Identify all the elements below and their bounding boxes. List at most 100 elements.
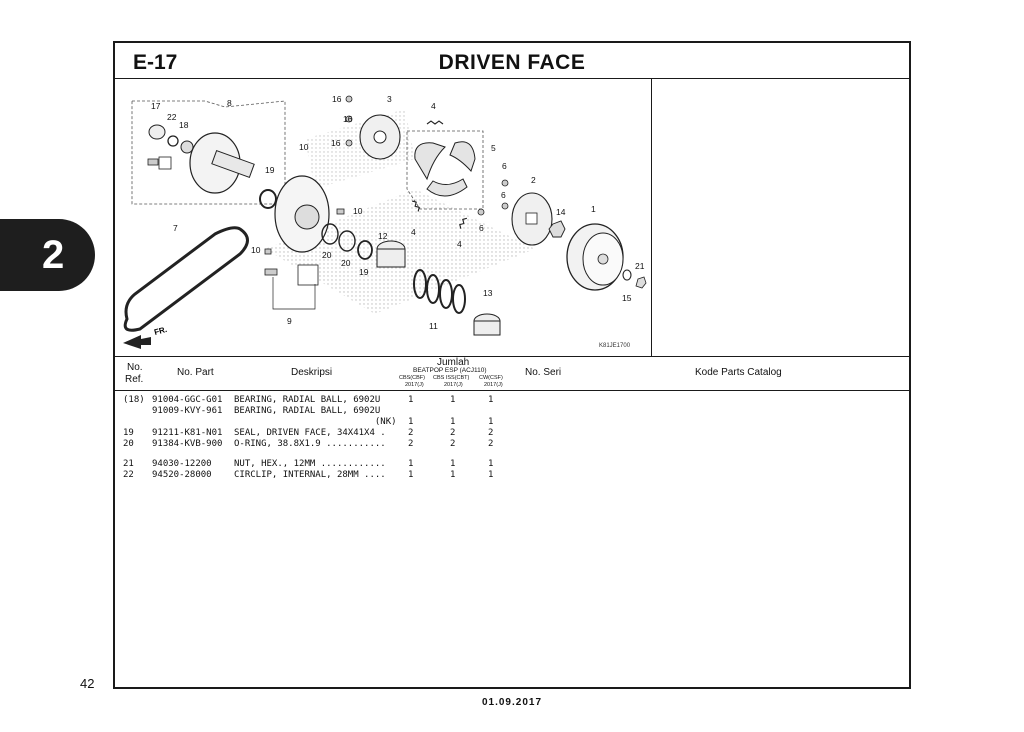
callout-3: 3 xyxy=(387,94,392,104)
washer-part xyxy=(501,202,509,210)
row-qty-2: 1 xyxy=(450,395,456,405)
row-desc: BEARING, RADIAL BALL, 6902U xyxy=(234,406,381,416)
drive-plate-center xyxy=(525,212,538,225)
callout-14: 14 xyxy=(556,207,566,217)
row-desc: NUT, HEX., 12MM ............ xyxy=(234,459,386,469)
row-desc: SEAL, DRIVEN FACE, 34X41X4 . xyxy=(234,428,386,438)
callout-22: 22 xyxy=(167,112,177,122)
callout-19-lower: 19 xyxy=(359,267,369,277)
bolt-part xyxy=(264,248,272,255)
circlip-part xyxy=(167,135,179,147)
spring-part xyxy=(459,217,468,229)
header-year-3: 2017(J) xyxy=(484,382,503,388)
header-models: BEATPOP ESP (ACJ110) xyxy=(413,367,487,374)
clutch-shoe-part xyxy=(449,141,476,172)
spring-part xyxy=(411,200,420,212)
seal-part xyxy=(259,189,277,209)
table-row: 21 94030-12200 NUT, HEX., 12MM .........… xyxy=(115,459,909,470)
row-ref: 20 xyxy=(123,439,134,449)
pin-part xyxy=(147,158,159,166)
callout-10-upper: 10 xyxy=(299,142,309,152)
callout-2: 2 xyxy=(531,175,536,185)
row-part: 94030-12200 xyxy=(152,459,212,469)
callout-20-right: 20 xyxy=(341,258,351,268)
table-row: (18) 91004-GGC-G01 BEARING, RADIAL BALL,… xyxy=(115,395,909,406)
row-qty-3: 1 xyxy=(488,459,494,469)
callout-5: 5 xyxy=(491,143,496,153)
row-part: 91004-GGC-G01 xyxy=(152,395,223,405)
publication-date: 01.09.2017 xyxy=(481,697,543,708)
clip-part xyxy=(345,139,353,147)
header-variant-3: CW(CSF) xyxy=(479,375,503,381)
driven-face-hub xyxy=(211,149,255,179)
callout-6-bottom: 6 xyxy=(479,223,484,233)
callout-1: 1 xyxy=(591,204,596,214)
clip-part xyxy=(345,115,353,123)
callout-21: 21 xyxy=(635,261,645,271)
row-qty-2: 1 xyxy=(450,417,456,427)
nut-part xyxy=(548,220,566,238)
callout-11: 11 xyxy=(429,321,438,331)
drive-belt-part xyxy=(123,226,249,332)
movable-face-hub xyxy=(294,204,320,230)
header-year-1: 2017(J) xyxy=(405,382,424,388)
washer-part xyxy=(501,179,509,187)
callout-18: 18 xyxy=(179,120,189,130)
clutch-plate-hole xyxy=(373,130,387,144)
header-jumlah: Jumlah xyxy=(437,357,470,368)
callout-4-top: 4 xyxy=(431,101,436,111)
o-ring-part xyxy=(321,223,339,245)
header-no: No. xyxy=(127,362,143,373)
front-label: FR. xyxy=(153,325,168,337)
callout-6-top: 6 xyxy=(502,161,507,171)
callout-16-middle: 16 xyxy=(343,114,353,124)
collar-body xyxy=(376,248,406,268)
assembly-guide-shade xyxy=(305,109,415,189)
row-desc: CIRCLIP, INTERNAL, 28MM .... xyxy=(234,470,386,480)
header-kode-parts: Kode Parts Catalog xyxy=(695,367,782,378)
callout-12: 12 xyxy=(378,231,388,241)
exploded-diagram-drawing: 17 22 18 8 19 10 7 10 9 10 20 20 19 16 1… xyxy=(123,94,647,349)
header-variant-1: CBS(CBF) xyxy=(399,375,425,381)
driven-face-group-box xyxy=(131,100,286,205)
bearing-part xyxy=(148,124,166,140)
callout-15: 15 xyxy=(622,293,632,303)
washer-part xyxy=(477,208,485,216)
row-ref: 21 xyxy=(123,459,134,469)
bolt-part xyxy=(336,208,345,215)
row-ref: 19 xyxy=(123,428,134,438)
row-qty-2: 2 xyxy=(450,428,456,438)
chapter-number: 2 xyxy=(42,233,65,277)
drive-belt-inner xyxy=(129,233,243,325)
figure-code: K81JE1700 xyxy=(599,343,631,349)
row-qty-3: 2 xyxy=(488,428,494,438)
row-qty-2: 2 xyxy=(450,439,456,449)
row-qty-3: 1 xyxy=(488,395,494,405)
callout-bracket xyxy=(272,277,316,310)
clutch-shoe-part xyxy=(414,142,446,181)
row-qty-2: 1 xyxy=(450,470,456,480)
callout-10-middle: 10 xyxy=(353,206,363,216)
row-desc: BEARING, RADIAL BALL, 6902U xyxy=(234,395,381,405)
clutch-shoe-part xyxy=(426,178,468,197)
header-variant-2: CBS ISS(CBT) xyxy=(433,375,470,381)
compression-spring-coil xyxy=(413,269,427,299)
clip-part xyxy=(345,95,353,103)
table-row: 19 91211-K81-N01 SEAL, DRIVEN FACE, 34X4… xyxy=(115,428,909,439)
compression-spring-coil xyxy=(426,274,440,304)
row-qty-2: 1 xyxy=(450,459,456,469)
seal-collar-body xyxy=(473,320,501,336)
nut-part xyxy=(635,276,647,289)
header-deskripsi: Deskripsi xyxy=(291,367,333,378)
header-no-seri: No. Seri xyxy=(525,367,562,378)
exploded-diagram: 17 22 18 8 19 10 7 10 9 10 20 20 19 16 1… xyxy=(115,79,652,356)
callout-19-upper: 19 xyxy=(265,165,275,175)
section-title: DRIVEN FACE xyxy=(438,51,586,74)
callout-9: 9 xyxy=(287,316,292,326)
callout-16-bottom: 16 xyxy=(331,138,341,148)
washer-part xyxy=(622,269,632,281)
row-qty-3: 1 xyxy=(488,470,494,480)
section-code: E-17 xyxy=(133,51,178,74)
bearing-part xyxy=(180,140,194,154)
row-qty-1: 2 xyxy=(408,439,414,449)
